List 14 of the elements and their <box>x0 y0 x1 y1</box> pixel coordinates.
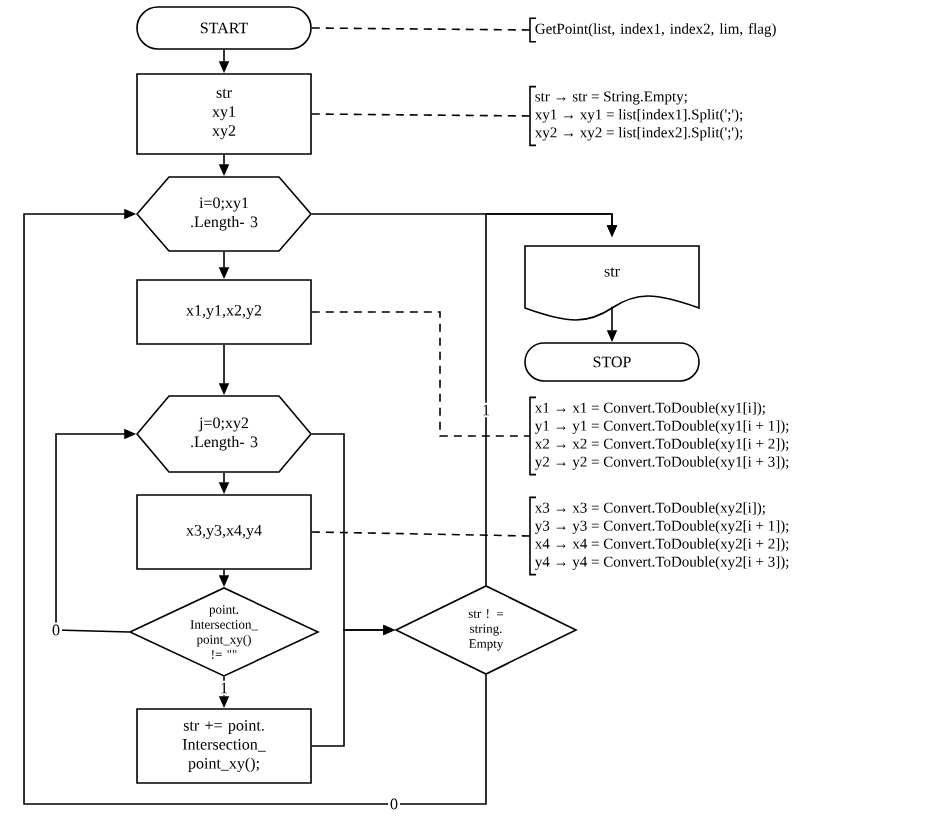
edge-label: 0 <box>50 622 62 638</box>
arrow <box>485 213 618 586</box>
arrow <box>23 208 487 805</box>
leader-line <box>311 113 531 117</box>
process-box: str xy1 xy2 <box>136 73 312 155</box>
edge-label: 0 <box>388 796 400 812</box>
edge-label: 1 <box>218 680 230 696</box>
edge-label: 1 <box>480 402 492 418</box>
process-box: x3,y3,x4,y4 <box>136 494 312 570</box>
process-box: x1,y1,x2,y2 <box>136 279 312 345</box>
leader-line <box>311 311 531 437</box>
leader-line <box>311 27 531 31</box>
process-box: str += point. Intersection_ point_xy(); <box>136 708 312 784</box>
leader-line <box>311 531 531 537</box>
